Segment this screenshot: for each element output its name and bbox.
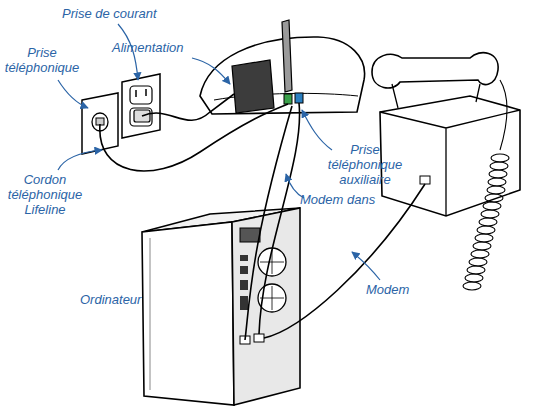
callout-label: Prise de courant bbox=[62, 6, 192, 21]
cord-coil bbox=[463, 282, 481, 290]
leader-line bbox=[58, 80, 88, 108]
modem-cable bbox=[264, 184, 425, 338]
port bbox=[240, 280, 248, 290]
fan-grille bbox=[260, 250, 284, 274]
port bbox=[240, 266, 248, 274]
cord-coil bbox=[477, 226, 495, 234]
outlet-socket bbox=[130, 86, 152, 104]
cord-coil bbox=[471, 250, 489, 258]
callout-label: Modem bbox=[366, 282, 426, 297]
callout-label: Ordinateur bbox=[80, 292, 170, 307]
modem-port bbox=[254, 334, 264, 342]
line-cable bbox=[245, 106, 292, 340]
telephone-cradle bbox=[392, 84, 480, 108]
antenna bbox=[282, 20, 292, 92]
power-supply-socket bbox=[240, 228, 260, 242]
leader-line bbox=[302, 110, 332, 150]
modem-in-cable bbox=[259, 103, 300, 334]
callout-label: Prise téléphonique bbox=[2, 45, 82, 75]
cord-coil bbox=[488, 178, 506, 186]
computer-edge bbox=[150, 238, 151, 390]
cord-coil bbox=[491, 154, 509, 162]
callout-label: Modem dans bbox=[300, 192, 390, 207]
telephone-handset bbox=[372, 53, 498, 88]
cord-coil bbox=[489, 170, 507, 178]
outlet-slot bbox=[145, 89, 147, 96]
cord-coil bbox=[467, 266, 485, 274]
cord-coil bbox=[475, 234, 493, 242]
leader-line bbox=[352, 252, 380, 280]
phone-wall-plate bbox=[82, 93, 118, 154]
power-adapter bbox=[232, 60, 274, 113]
callout-label: Prise téléphonique auxiliaire bbox=[322, 142, 408, 187]
cord-coil bbox=[465, 274, 483, 282]
computer-back bbox=[232, 208, 300, 405]
power-outlet-plate bbox=[122, 74, 160, 138]
computer-side bbox=[142, 222, 234, 405]
cord-coil bbox=[485, 194, 503, 202]
coiled-cord bbox=[463, 80, 509, 290]
power-cord bbox=[142, 94, 234, 120]
outlet-slot bbox=[135, 90, 137, 97]
phone-plug bbox=[96, 118, 104, 125]
cables bbox=[100, 94, 425, 340]
cord-coil bbox=[473, 242, 491, 250]
port bbox=[240, 255, 248, 261]
cord-coil bbox=[483, 202, 501, 210]
callout-label: Cordon téléphonique Lifeline bbox=[4, 172, 86, 217]
base-unit bbox=[200, 37, 365, 114]
callout-label: Alimentation bbox=[112, 40, 202, 55]
outlet-socket bbox=[130, 108, 152, 126]
telephone-jack bbox=[420, 176, 430, 184]
lifeline-cord bbox=[100, 104, 288, 171]
cord-coil bbox=[469, 258, 487, 266]
leader-line bbox=[192, 58, 230, 84]
cord-coil bbox=[481, 210, 499, 218]
cord-coil bbox=[479, 218, 497, 226]
leader-line bbox=[58, 150, 102, 170]
cord-coil bbox=[487, 186, 505, 194]
telephone-body bbox=[380, 96, 520, 216]
aux-port bbox=[295, 93, 303, 103]
line-port bbox=[284, 94, 292, 104]
port bbox=[240, 296, 248, 310]
cord-coil bbox=[490, 162, 508, 170]
leader-lines bbox=[58, 24, 380, 280]
cord-end bbox=[500, 80, 507, 150]
